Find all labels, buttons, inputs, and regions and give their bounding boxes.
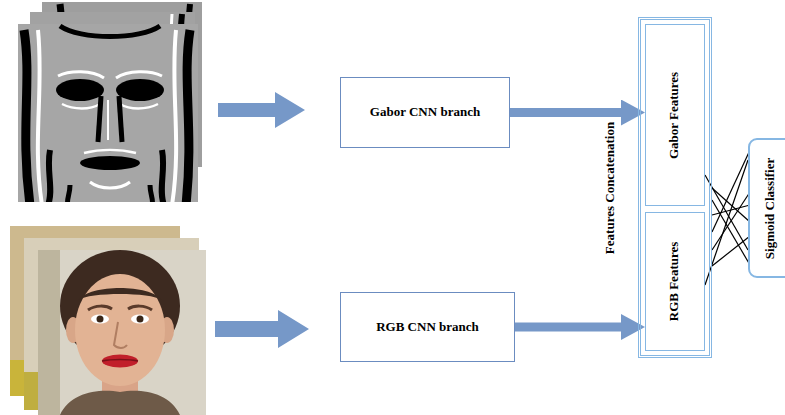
- rgb-face: [91, 315, 109, 324]
- flow-arrow: [510, 108, 625, 117]
- node-label: Sigmoid Classifier: [764, 157, 779, 258]
- gabor-face: [150, 185, 153, 202]
- block-heading: Features Concatenation: [603, 121, 618, 253]
- concat-block: Features ConcatenationGabor FeaturesRGB …: [638, 17, 712, 358]
- rgb-face: [75, 274, 165, 386]
- gabor-face: [60, 26, 160, 37]
- gabor-face: [172, 30, 176, 202]
- rgb-face: [128, 306, 152, 310]
- rgb-face: [60, 391, 180, 415]
- gabor-face: [67, 185, 70, 202]
- rgb-face: [114, 322, 127, 348]
- gabor-face: [84, 150, 136, 153]
- feature-block: RGB Features: [645, 212, 705, 351]
- input-arrow: [218, 92, 305, 128]
- feature-block: Gabor Features: [645, 24, 705, 206]
- rgb-face: [102, 360, 138, 362]
- gabor-face: [98, 96, 101, 142]
- rgb-face: [38, 250, 60, 415]
- gabor-face: [116, 79, 164, 101]
- gabor-face: [90, 182, 130, 188]
- rgb-image-stack: [38, 250, 206, 415]
- gabor-face: [62, 104, 100, 109]
- fully-connected-lines: [712, 236, 750, 266]
- rgb-face: [97, 316, 104, 323]
- gabor-face: [38, 30, 42, 202]
- rgb-face: [88, 306, 112, 310]
- fully-connected-lines: [712, 188, 750, 222]
- gabor-face: [107, 100, 109, 140]
- gabor-face: [24, 26, 190, 202]
- rgb-face: [78, 288, 162, 300]
- rgb-face: [131, 315, 149, 324]
- gabor-image-stack: [18, 2, 202, 205]
- gabor-face: [48, 150, 50, 202]
- rgb-face: [137, 316, 144, 323]
- node-label: RGB Features: [668, 242, 683, 322]
- rgb-image-stack: [10, 226, 206, 415]
- gabor-face: [80, 156, 140, 170]
- node-label: Gabor Features: [668, 71, 683, 158]
- node-label: RGB CNN branch: [376, 320, 479, 335]
- gabor-image-stack: [18, 24, 198, 202]
- process-box: RGB CNN branch: [340, 292, 515, 362]
- flow-arrow: [515, 323, 625, 332]
- node-label: Gabor CNN branch: [370, 105, 480, 120]
- rgb-face: [102, 355, 138, 368]
- input-arrow: [215, 310, 309, 348]
- gabor-face: [58, 72, 104, 78]
- rgb-image-stack: [24, 372, 38, 410]
- classifier-box: Sigmoid Classifier: [748, 138, 785, 278]
- gabor-face: [186, 30, 190, 202]
- gabor-face: [162, 150, 164, 202]
- gabor-face: [116, 72, 162, 78]
- gabor-face: [120, 104, 158, 109]
- process-box: Gabor CNN branch: [340, 77, 510, 148]
- gabor-face: [24, 30, 30, 202]
- gabor-face: [119, 96, 122, 142]
- rgb-face: [38, 250, 180, 415]
- gabor-face: [56, 79, 104, 101]
